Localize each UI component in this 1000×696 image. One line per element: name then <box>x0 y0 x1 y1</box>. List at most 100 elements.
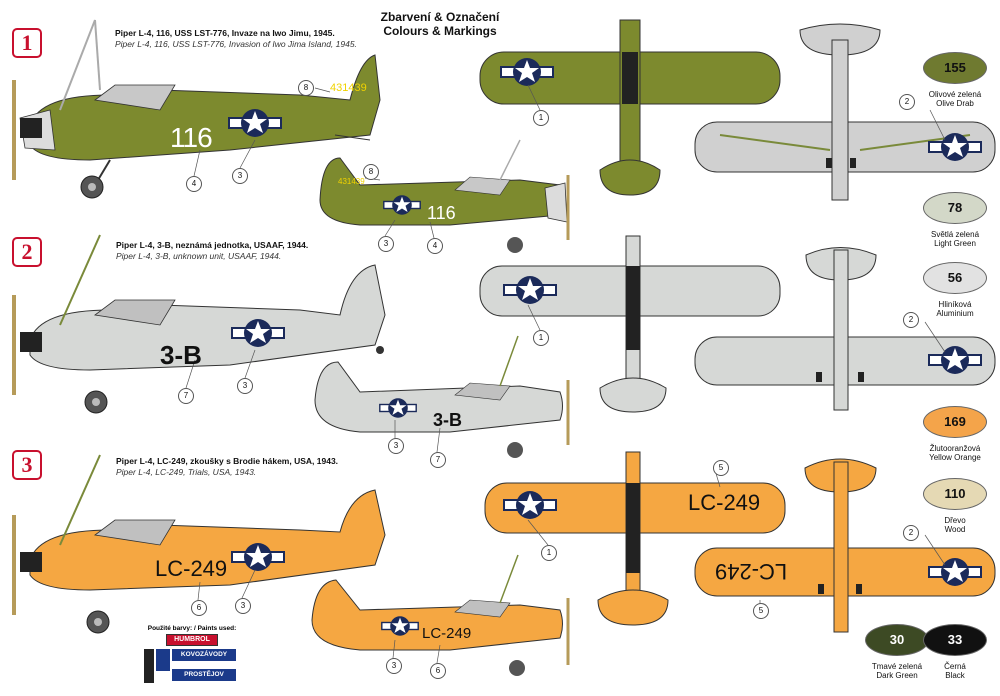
paint-name-cz: Olivové zelená <box>928 90 982 99</box>
paint-56: 56 Hliníková Aluminium <box>900 262 1000 318</box>
title-en: Colours & Markings <box>383 24 497 38</box>
scheme3-caption-en: Piper L-4, LC-249, Trials, USA, 1943. <box>116 467 257 477</box>
paint-swatch: 155 <box>923 52 987 84</box>
paint-swatch: 33 <box>923 624 987 656</box>
callout-1: 1 <box>533 330 549 346</box>
paint-name-cz: Světlá zelená <box>930 230 980 239</box>
scheme2-badge: 2 <box>12 237 42 267</box>
scheme3-bottom-view <box>694 458 996 633</box>
paint-name-en: Yellow Orange <box>929 453 981 462</box>
scheme3-caption: Piper L-4, LC-249, zkoušky s Brodie háke… <box>116 456 338 478</box>
callout-5: 5 <box>753 603 769 619</box>
callout-6: 6 <box>191 600 207 616</box>
paint-name-cz: Tmavé zelená <box>871 662 923 671</box>
paint-name-en: Black <box>945 671 965 680</box>
logo-shield-icon <box>156 649 170 671</box>
paint-78: 78 Světlá zelená Light Green <box>900 192 1000 248</box>
scheme1-caption: Piper L-4, 116, USS LST-776, Invaze na I… <box>115 28 357 50</box>
paint-name-cz: Černá <box>944 662 966 671</box>
paint-swatch: 56 <box>923 262 987 294</box>
scheme3-caption-cz: Piper L-4, LC-249, zkoušky s Brodie háke… <box>116 456 339 466</box>
paint-110: 110 Dřevo Wood <box>900 478 1000 534</box>
scheme1-side-small <box>319 139 570 253</box>
paint-name-en: Dark Green <box>876 671 918 680</box>
scheme1-number: 1 <box>21 30 33 55</box>
scheme3-number: 3 <box>21 452 33 477</box>
callout-7: 7 <box>430 452 446 468</box>
scheme1-code-small: 116 <box>427 203 456 223</box>
paint-swatch: 169 <box>923 406 987 438</box>
scheme3-badge: 3 <box>12 450 42 480</box>
callout-3: 3 <box>378 236 394 252</box>
callout-8: 8 <box>363 164 379 180</box>
paints-used-label: Použité barvy: / Paints used: <box>147 625 237 632</box>
scheme3-code-top: LC-249 <box>688 490 761 515</box>
paint-swatch: 110 <box>923 478 987 510</box>
humbrol-logo: HUMBROL <box>166 634 218 646</box>
callout-3: 3 <box>237 378 253 394</box>
callout-7: 7 <box>178 388 194 404</box>
scheme2-number: 2 <box>21 239 33 264</box>
paint-169: 169 Žlutooranžová Yellow Orange <box>900 406 1000 462</box>
paint-swatch: 30 <box>865 624 929 656</box>
scheme2-side-large <box>12 234 386 414</box>
scheme3-side-large <box>12 454 386 634</box>
scheme1-code-large: 116 <box>170 122 213 153</box>
scheme2-side-small <box>314 335 570 458</box>
paint-name-cz: Žlutooranžová <box>929 444 981 453</box>
scheme1-badge: 1 <box>12 28 42 58</box>
scheme2-code-small: 3-B <box>433 410 463 430</box>
scheme1-top-view <box>479 19 781 196</box>
scheme1-caption-cz: Piper L-4, 116, USS LST-776, Invaze na I… <box>115 28 335 38</box>
callout-5: 5 <box>713 460 729 476</box>
prostejov-text: PROSTĚJOV <box>172 669 236 681</box>
scheme2-top-view <box>479 235 781 413</box>
logo-mark <box>144 649 154 683</box>
paint-name-en: Aluminium <box>936 309 974 318</box>
callout-2: 2 <box>899 94 915 110</box>
sheet-title: Zbarvení & Označení Colours & Markings <box>340 10 540 38</box>
paint-name-en: Wood <box>944 525 966 534</box>
paint-155: 155 Olivové zelená Olive Drab <box>900 52 1000 108</box>
callout-3: 3 <box>235 598 251 614</box>
paint-30: 30 Tmavé zelená Dark Green <box>842 624 952 680</box>
scheme3-code-small: LC-249 <box>422 625 472 642</box>
scheme3-top-view <box>484 451 786 626</box>
brand-block: Použité barvy: / Paints used: HUMBROL KO… <box>140 625 240 687</box>
scheme3-code-bottom: LC-249 <box>715 559 788 584</box>
callout-6: 6 <box>430 663 446 679</box>
scheme3-code-large: LC-249 <box>155 556 228 581</box>
scheme2-code-large: 3-B <box>160 340 202 370</box>
callout-2: 2 <box>903 312 919 328</box>
kovozavody-logo: KOVOZÁVODY PROSTĚJOV <box>144 649 236 683</box>
scheme1-bottom-view <box>694 23 996 201</box>
paint-name-en: Olive Drab <box>936 99 974 108</box>
scheme3-side-small <box>311 554 570 676</box>
callout-3: 3 <box>388 438 404 454</box>
callout-8: 8 <box>298 80 314 96</box>
scheme2-caption-cz: Piper L-4, 3-B, neznámá jednotka, USAAF,… <box>116 240 309 250</box>
paint-name-en: Light Green <box>934 239 976 248</box>
humbrol-text: HUMBROL <box>174 636 210 643</box>
scheme1-serial-large: 431439 <box>330 82 367 94</box>
scheme2-bottom-view <box>694 247 996 411</box>
callout-4: 4 <box>186 176 202 192</box>
paint-name-cz: Dřevo <box>944 516 966 525</box>
paint-33: 33 Černá Black <box>900 624 1000 680</box>
callout-3: 3 <box>386 658 402 674</box>
scheme2-caption-en: Piper L-4, 3-B, unknown unit, USAAF, 194… <box>116 251 282 261</box>
callout-2: 2 <box>903 525 919 541</box>
callout-1: 1 <box>541 545 557 561</box>
callout-4: 4 <box>427 238 443 254</box>
scheme1-side-large <box>12 19 381 199</box>
paint-name-cz: Hliníková <box>938 300 972 309</box>
callout-1: 1 <box>533 110 549 126</box>
scheme2-caption: Piper L-4, 3-B, neznámá jednotka, USAAF,… <box>116 240 308 262</box>
scheme1-serial-small: 431439 <box>338 177 365 186</box>
scheme1-caption-en: Piper L-4, 116, USS LST-776, Invasion of… <box>115 39 357 49</box>
kovozavody-text: KOVOZÁVODY <box>172 649 236 661</box>
title-cz: Zbarvení & Označení <box>380 10 500 24</box>
callout-3: 3 <box>232 168 248 184</box>
paint-swatch: 78 <box>923 192 987 224</box>
